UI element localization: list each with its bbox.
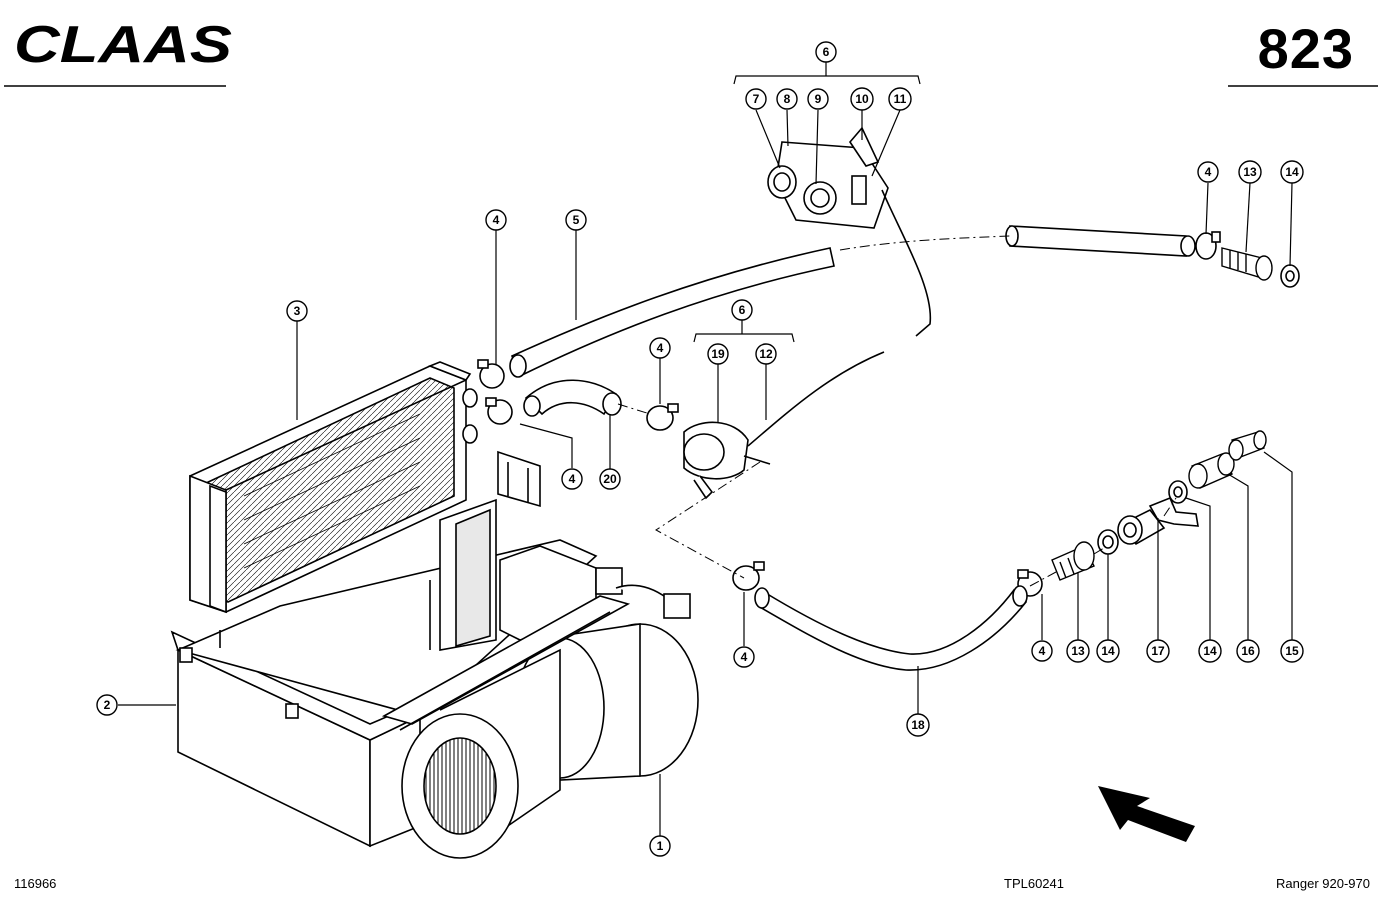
callout-15: 15	[1280, 639, 1304, 663]
callout-9: 9	[807, 88, 829, 110]
callout-4-lower-left: 4	[561, 468, 583, 490]
svg-text:17: 17	[1151, 644, 1165, 658]
page-number: 823	[1257, 17, 1354, 80]
callout-3: 3	[286, 300, 308, 322]
callout-7: 7	[745, 88, 767, 110]
callout-12: 12	[755, 343, 777, 365]
callout-17: 17	[1146, 639, 1170, 663]
svg-text:4: 4	[569, 472, 576, 486]
svg-text:12: 12	[759, 347, 773, 361]
callout-20: 20	[599, 468, 621, 490]
svg-text:5: 5	[573, 213, 580, 227]
svg-text:2: 2	[104, 698, 111, 712]
callout-5: 5	[565, 209, 587, 231]
drawing-number: 116966	[14, 876, 57, 891]
svg-text:6: 6	[823, 45, 830, 59]
direction-arrow-icon	[1098, 786, 1195, 842]
svg-text:18: 18	[911, 718, 925, 732]
fitting-16	[1188, 452, 1235, 489]
svg-text:9: 9	[815, 92, 822, 106]
blower-fan	[381, 567, 699, 859]
callout-1: 1	[649, 835, 671, 857]
hose-upper-right	[1005, 225, 1196, 257]
plate-code: TPL60241	[1004, 876, 1064, 891]
svg-text:6: 6	[739, 303, 746, 317]
svg-text:7: 7	[753, 92, 760, 106]
assembly-centre-lines	[617, 235, 1177, 587]
callout-13-lower: 13	[1066, 639, 1090, 663]
fitting-13-lower	[1051, 541, 1095, 581]
hose-clamps-upper	[477, 231, 1221, 597]
callout-4-lower-hose-right: 4	[1031, 640, 1053, 662]
svg-text:3: 3	[294, 304, 301, 318]
callout-6-valve: 6	[731, 299, 753, 321]
svg-text:13: 13	[1243, 165, 1257, 179]
callout-14-upper: 14	[1280, 160, 1304, 184]
callout-14-lower-a: 14	[1096, 639, 1120, 663]
water-valve	[683, 351, 885, 500]
svg-text:1: 1	[657, 839, 664, 853]
svg-text:16: 16	[1241, 644, 1255, 658]
fitting-13-upper	[1221, 247, 1273, 281]
callout-14-lower-b: 14	[1198, 639, 1222, 663]
svg-text:4: 4	[1205, 165, 1212, 179]
callout-4-lower-hose-left: 4	[733, 646, 755, 668]
leader-lines	[118, 62, 1293, 836]
svg-text:14: 14	[1101, 644, 1115, 658]
callout-18: 18	[906, 713, 930, 737]
brand-wordmark: CLAAS	[14, 18, 232, 68]
heater-core	[189, 361, 478, 614]
callout-11: 11	[888, 87, 912, 111]
callout-4-valve: 4	[649, 337, 671, 359]
control-panel	[767, 126, 932, 337]
svg-text:4: 4	[1039, 644, 1046, 658]
svg-text:20: 20	[603, 472, 617, 486]
callout-4-upper-left: 4	[485, 209, 507, 231]
svg-text:14: 14	[1285, 165, 1299, 179]
callout-8: 8	[776, 88, 798, 110]
washer-14-lower-a	[1097, 529, 1119, 555]
callout-2: 2	[96, 694, 118, 716]
model-label: Ranger 920-970	[1276, 876, 1370, 891]
hose-18	[754, 585, 1028, 671]
washer-14-upper	[1280, 264, 1300, 288]
claas-logo: CLAAS	[14, 18, 232, 68]
svg-text:4: 4	[493, 213, 500, 227]
callout-6-panel: 6	[815, 41, 837, 63]
fitting-15	[1228, 430, 1267, 461]
callout-markers: 1 2 3 4 5 4 20 4 6 19 12 6 7 8 9 10 11 4…	[96, 41, 1304, 857]
svg-text:8: 8	[784, 92, 791, 106]
svg-text:11: 11	[894, 92, 907, 106]
svg-text:4: 4	[741, 650, 748, 664]
svg-text:10: 10	[855, 92, 869, 106]
callout-13-upper: 13	[1238, 160, 1262, 184]
hose-20	[523, 379, 622, 417]
svg-text:15: 15	[1285, 644, 1299, 658]
hose-5	[509, 247, 835, 378]
tap-17	[1117, 496, 1199, 546]
callout-10: 10	[850, 87, 874, 111]
svg-text:13: 13	[1071, 644, 1085, 658]
callout-19: 19	[707, 343, 729, 365]
callout-16: 16	[1236, 639, 1260, 663]
svg-text:4: 4	[657, 341, 664, 355]
washer-14-lower-b	[1168, 480, 1188, 504]
svg-text:14: 14	[1203, 644, 1217, 658]
callout-4-upper-right: 4	[1197, 161, 1219, 183]
svg-text:19: 19	[711, 347, 725, 361]
